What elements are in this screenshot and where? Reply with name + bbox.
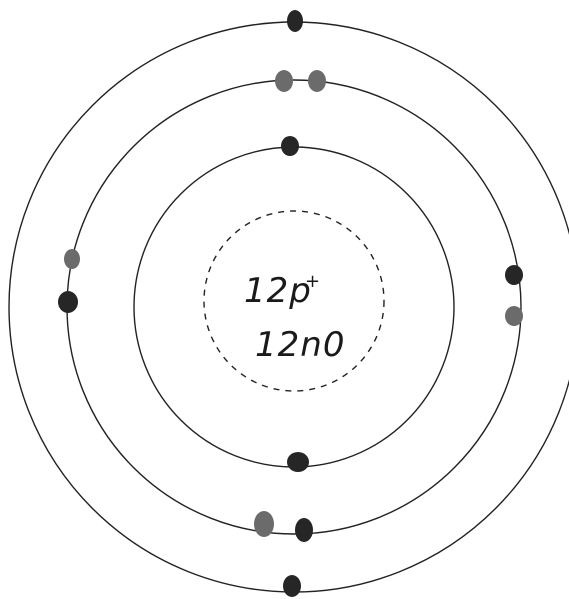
electron [281, 136, 299, 156]
electron [64, 249, 80, 269]
electron [295, 518, 313, 542]
electron [308, 70, 326, 92]
nucleus-neutrons-label: 12n0 [255, 325, 345, 365]
electron [287, 10, 303, 32]
electron [505, 306, 523, 326]
electron [254, 511, 274, 537]
electron [287, 452, 309, 472]
electron [275, 70, 293, 92]
electron [283, 575, 301, 597]
electron [505, 265, 523, 285]
nucleus-protons-label: 12p [244, 271, 312, 311]
nucleus-protons-charge: + [305, 271, 320, 292]
electron [58, 291, 78, 313]
